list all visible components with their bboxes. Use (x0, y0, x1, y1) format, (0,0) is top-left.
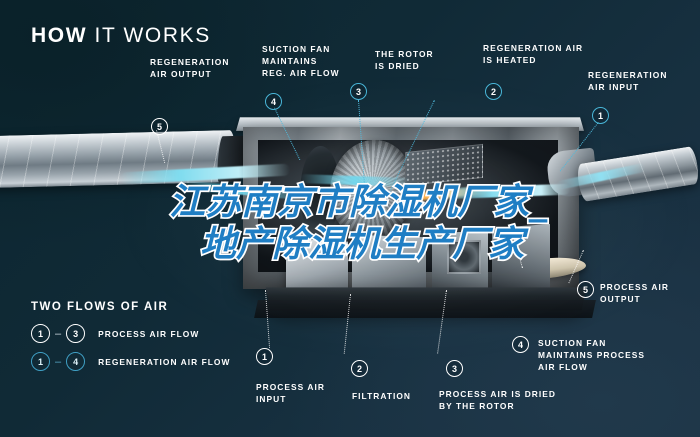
callout-label-process-air-output: PROCESS AIR OUTPUT (600, 282, 669, 304)
legend: TWO FLOWS OF AIR 1 – 3 PROCESS AIR FLOW … (31, 301, 230, 380)
callout-label-regeneration-air-input: REGENERATION AIR INPUT (588, 70, 668, 92)
callout-label-filtration: FILTRATION (352, 391, 412, 401)
callout-label-rotor-is-dried: THE ROTOR IS DRIED (375, 49, 434, 71)
legend-circle-to-4-cyan: 4 (66, 352, 86, 371)
callout-label-regeneration-air-output: REGENERATION AIR OUTPUT (150, 57, 230, 79)
callout-label-regeneration-air-heated: REGENERATION AIR IS HEATED (483, 43, 584, 65)
suction-fan-unit (447, 240, 481, 274)
legend-label-process-air-flow: PROCESS AIR FLOW (98, 328, 200, 339)
legend-row-process-air-flow: 1 – 3 PROCESS AIR FLOW (31, 324, 230, 343)
callout-label-process-air-input: PROCESS AIR INPUT (256, 382, 325, 404)
callout-circle-4-reg-suction-fan[interactable]: 4 (265, 93, 282, 110)
legend-label-regeneration-air-flow: REGENERATION AIR FLOW (98, 356, 231, 367)
page-title: HOW IT WORKS (31, 24, 211, 48)
callout-circle-5-process-air-output[interactable]: 5 (577, 281, 594, 298)
legend-title: TWO FLOWS OF AIR (31, 301, 169, 313)
lower-cabinet-b (352, 234, 426, 296)
callout-circle-3-rotor-dried[interactable]: 3 (350, 83, 367, 100)
lower-cabinet-d (492, 223, 550, 295)
callout-circle-3-process-air-dried[interactable]: 3 (446, 360, 463, 377)
page-title-light: IT WORKS (87, 24, 211, 47)
callout-circle-5-regeneration-air-output[interactable]: 5 (151, 118, 168, 135)
legend-circle-to-3: 3 (66, 324, 86, 343)
legend-dash-cyan: – (55, 355, 62, 368)
machine-plinth-shadow (254, 300, 596, 318)
callout-label-process-air-dried: PROCESS AIR IS DRIED BY THE ROTOR (439, 389, 557, 411)
callout-circle-2-reg-air-heated[interactable]: 2 (485, 83, 502, 100)
callout-label-process-suction-fan: SUCTION FAN MAINTAINS PROCESS AIR FLOW (538, 338, 646, 372)
legend-circle-from-1: 1 (31, 324, 50, 343)
legend-circle-from-1-cyan: 1 (31, 352, 50, 371)
legend-row-regeneration-air-flow: 1 – 4 REGENERATION AIR FLOW (31, 352, 230, 371)
legend-dash: – (55, 327, 62, 340)
callout-circle-4-process-suction-fan[interactable]: 4 (512, 336, 529, 353)
page-title-bold: HOW (31, 24, 88, 47)
callout-circle-1-reg-air-input[interactable]: 1 (592, 107, 609, 124)
callout-circle-1-process-air-input[interactable]: 1 (256, 348, 273, 365)
callout-label-reg-suction-fan: SUCTION FAN MAINTAINS REG. AIR FLOW (262, 44, 340, 78)
callout-circle-2-filtration[interactable]: 2 (351, 360, 368, 377)
